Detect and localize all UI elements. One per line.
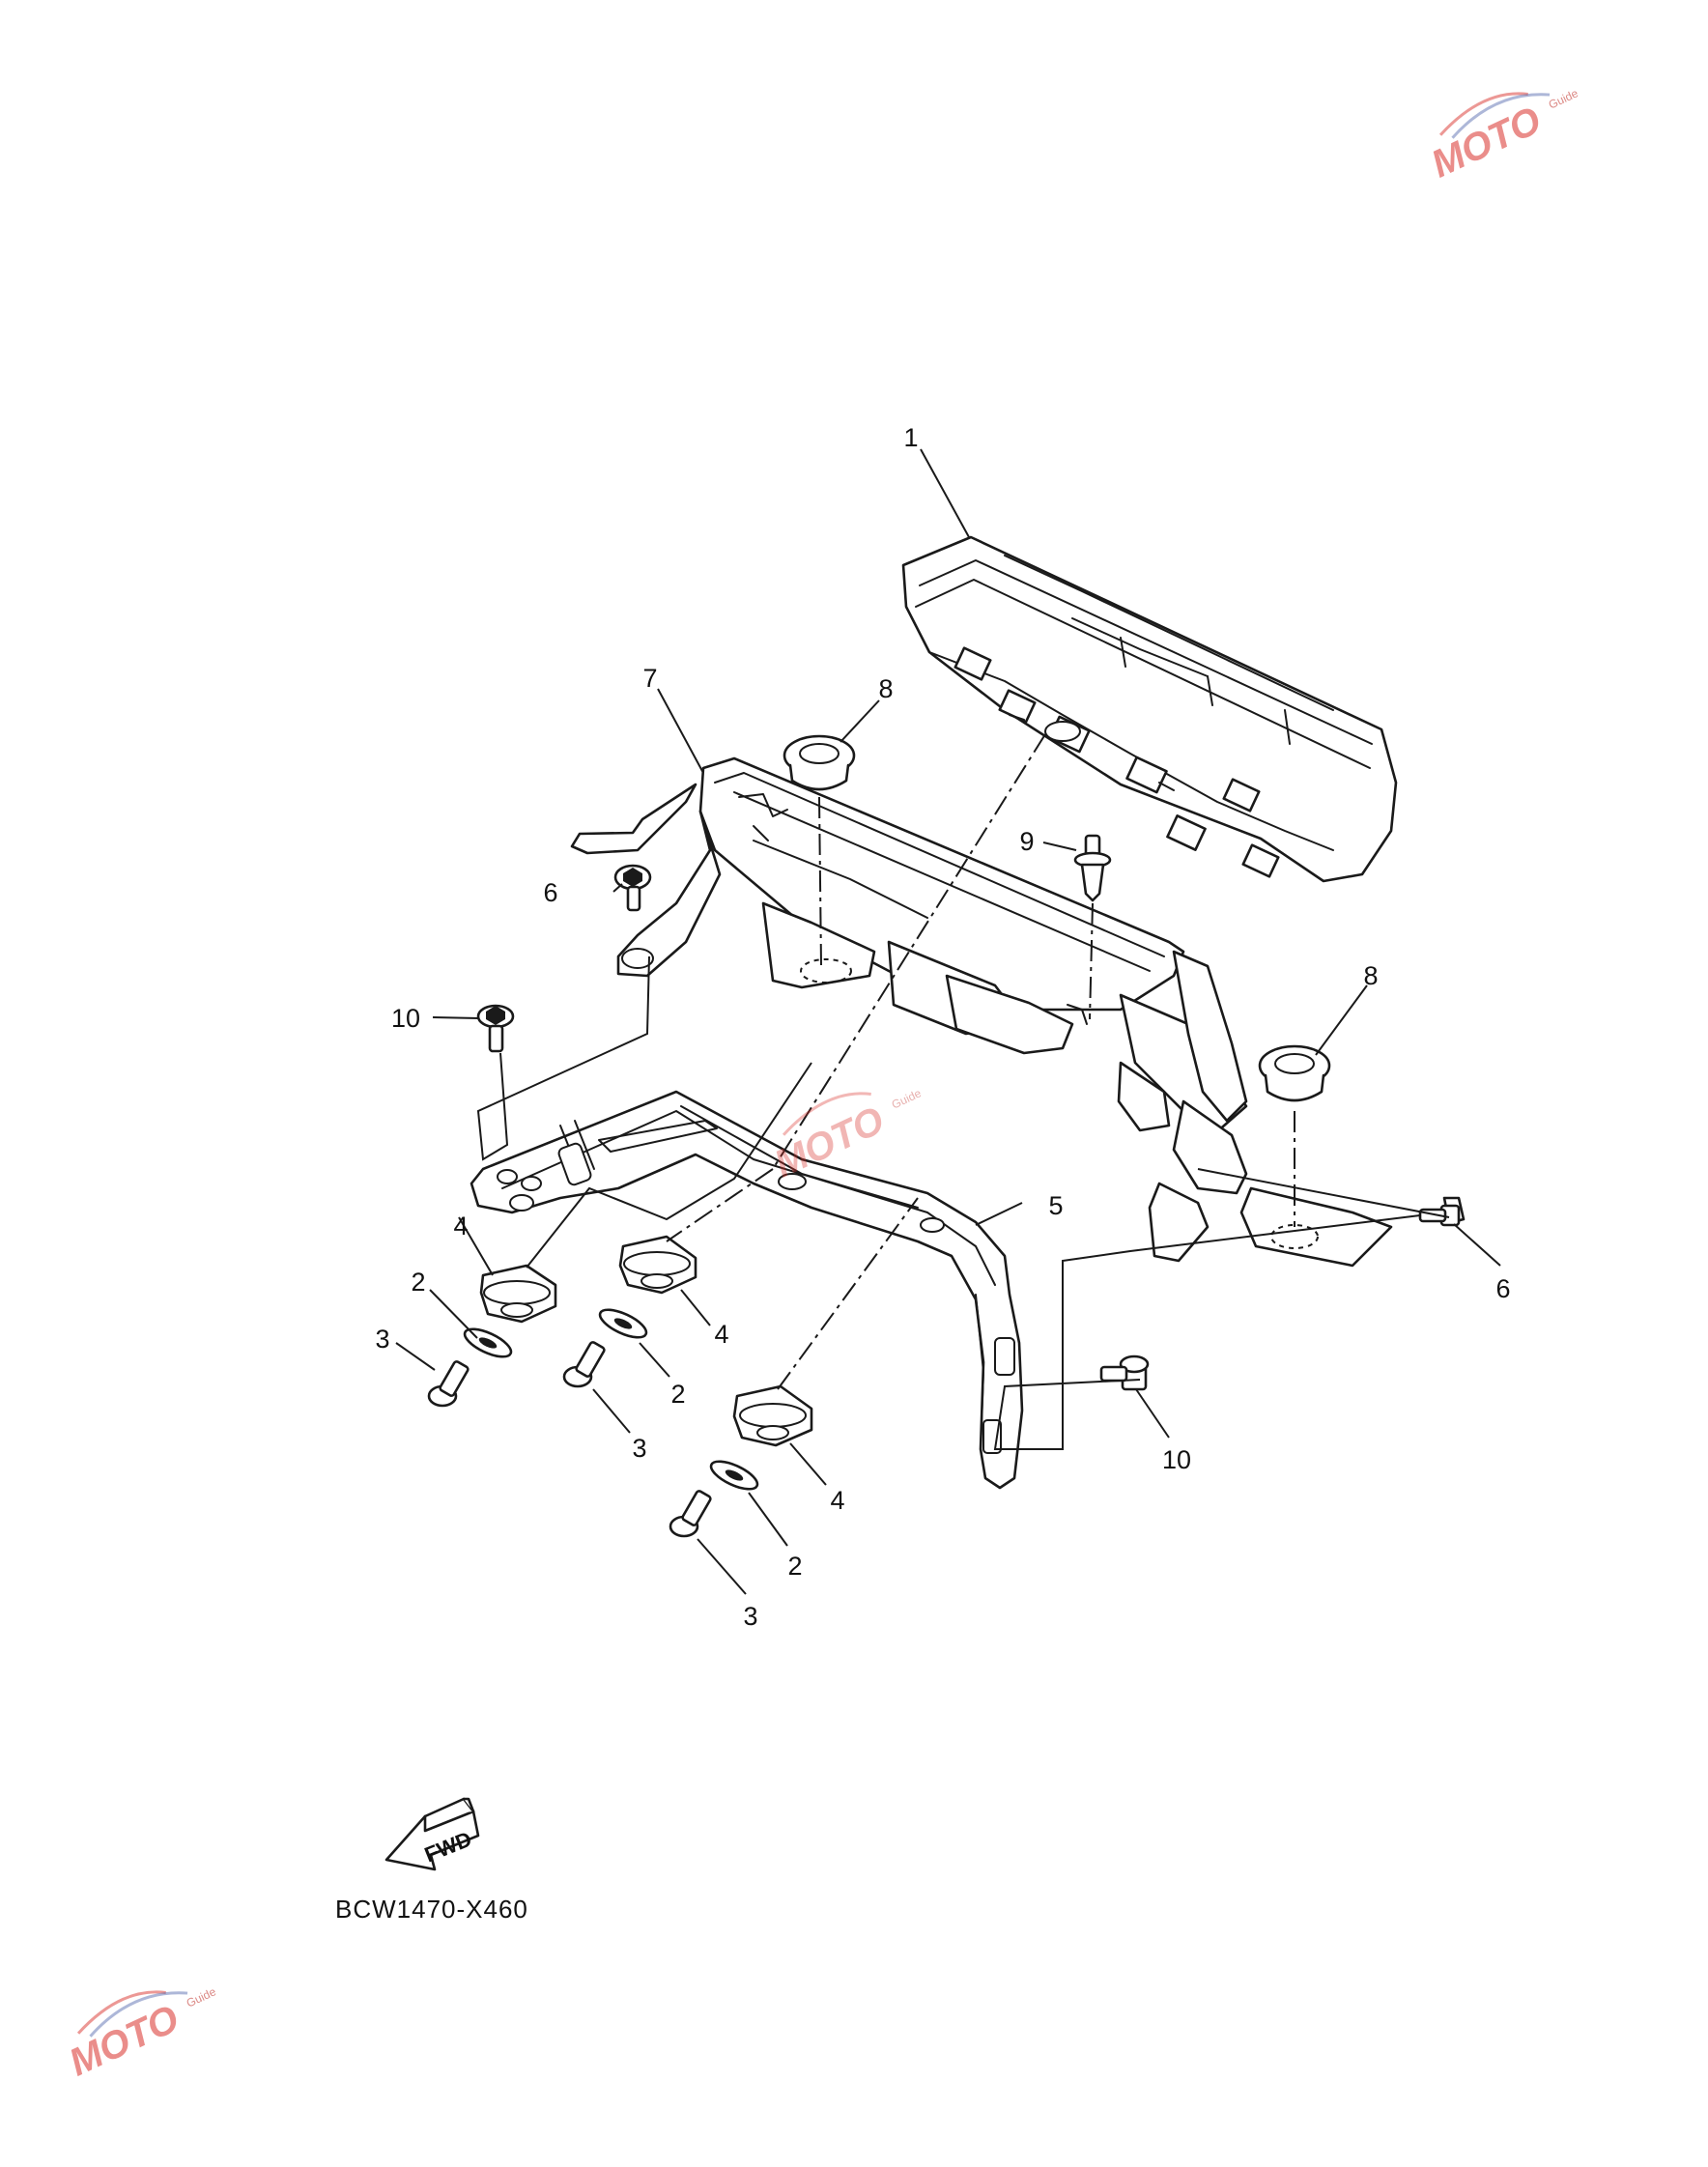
callout-4-lower: 4 <box>830 1486 844 1515</box>
part-8-grommet-upper <box>783 734 856 791</box>
callout-6-right: 6 <box>1495 1274 1510 1303</box>
callout-3-left: 3 <box>375 1325 389 1354</box>
callout-2-middle: 2 <box>670 1380 685 1409</box>
callout-numbers: 1 7 8 9 6 10 8 5 6 10 4 4 4 2 2 2 3 3 3 <box>375 423 1510 1631</box>
part-3-screw-lower <box>669 1490 712 1538</box>
part-3-screw-left <box>427 1360 470 1408</box>
part-9-fastener <box>1073 834 1112 902</box>
callout-1: 1 <box>903 423 918 452</box>
callout-8-right: 8 <box>1363 961 1378 990</box>
part-4-damper-lower <box>732 1384 813 1447</box>
part-5-lower-bracket <box>470 1090 1024 1490</box>
part-6-bolt-left <box>613 864 652 912</box>
watermark-subtext: Guide <box>890 1086 924 1111</box>
watermark-logo-center: MOTO Guide <box>768 1086 924 1185</box>
watermark-logo-top-right: MOTO Guide <box>1425 86 1580 185</box>
callout-2-left: 2 <box>411 1268 425 1297</box>
callout-4-left: 4 <box>453 1212 468 1240</box>
watermark-subtext: Guide <box>185 1984 218 2010</box>
part-7-meter-bracket <box>570 756 1393 1268</box>
callout-leaders <box>395 448 1501 1595</box>
fwd-arrow-icon: FWD <box>384 1797 480 1871</box>
diagram-code: BCW1470-X460 <box>335 1895 528 1924</box>
callout-4-middle: 4 <box>714 1320 728 1349</box>
part-10-bolt-right <box>1099 1354 1150 1391</box>
watermark-subtext: Guide <box>1547 86 1580 111</box>
part-10-bolt-left <box>476 1004 515 1053</box>
watermark-text: MOTO <box>63 1997 185 2084</box>
callout-8-upper: 8 <box>878 674 893 703</box>
part-8-grommet-right <box>1258 1044 1331 1102</box>
callout-3-middle: 3 <box>632 1434 646 1463</box>
part-2-washer-middle <box>598 1308 648 1339</box>
callout-5: 5 <box>1048 1191 1063 1220</box>
callout-7: 7 <box>642 664 657 693</box>
part-4-damper-middle <box>618 1235 697 1295</box>
watermark-logo-bottom-left: MOTO Guide <box>63 1984 218 2084</box>
part-3-screw-middle <box>562 1341 606 1388</box>
part-4-damper-left <box>479 1264 557 1324</box>
callout-2-lower: 2 <box>787 1552 802 1581</box>
assembly-lines <box>476 733 1450 1450</box>
callout-6-left: 6 <box>543 878 557 907</box>
part-2-washer-lower <box>709 1460 759 1491</box>
part-6-bolt-right <box>1418 1196 1466 1227</box>
callout-10-right: 10 <box>1162 1445 1191 1474</box>
callout-3-lower: 3 <box>743 1602 757 1631</box>
callout-9: 9 <box>1019 827 1034 856</box>
part-1-meter-assembly <box>901 535 1398 883</box>
watermark-text: MOTO <box>1425 99 1548 185</box>
callout-10-left: 10 <box>391 1004 420 1033</box>
